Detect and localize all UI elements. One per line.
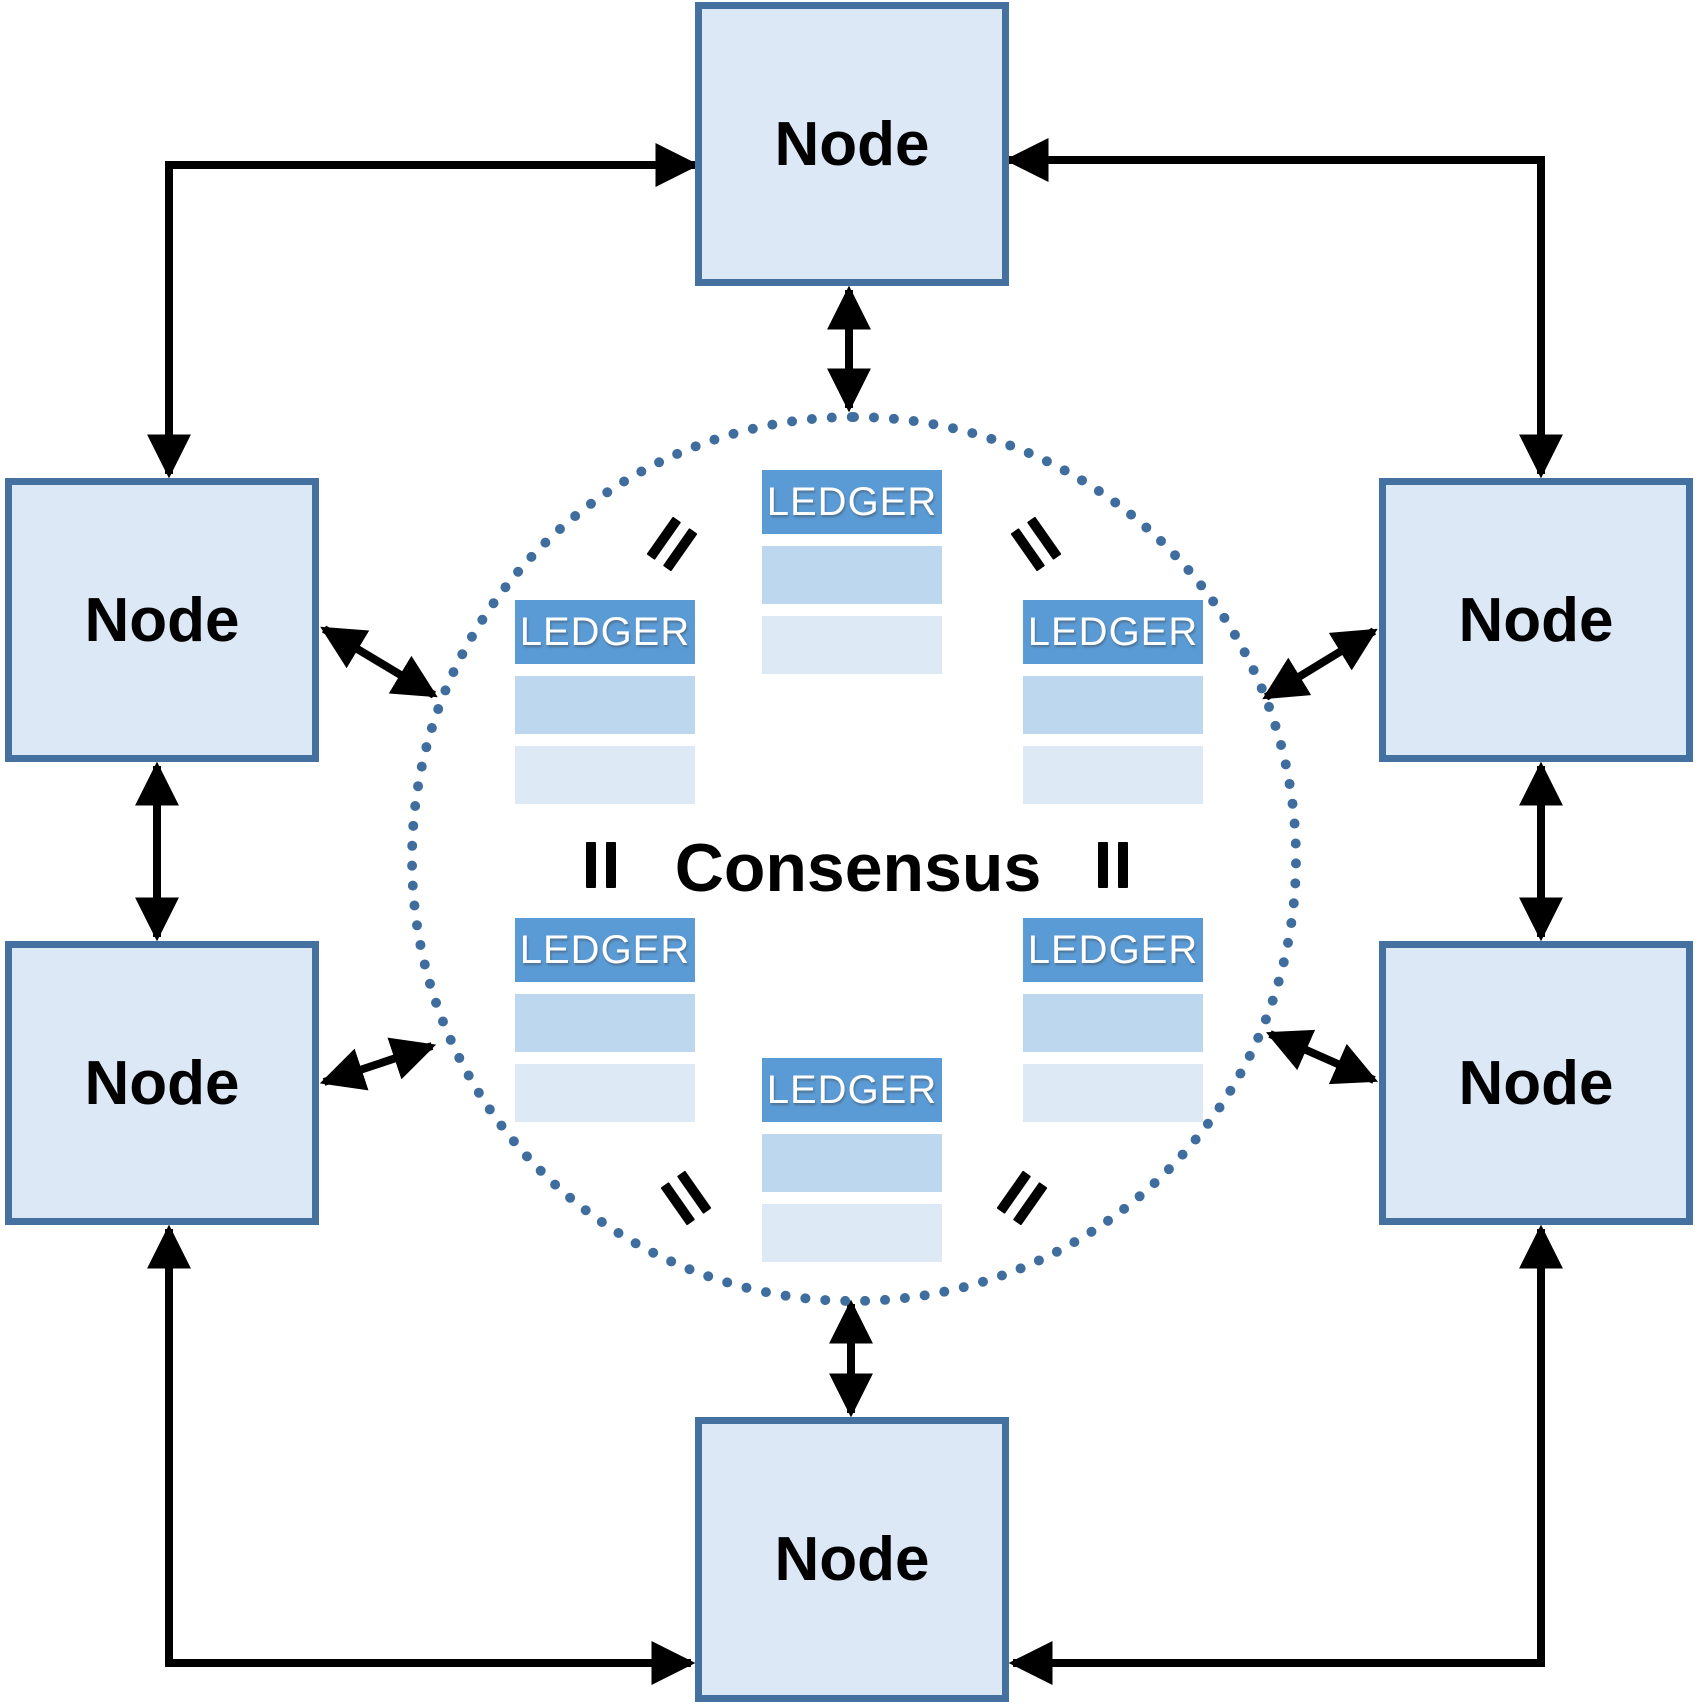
ledger-row xyxy=(762,1134,942,1192)
ledger-row xyxy=(515,746,695,804)
node-top: Node xyxy=(695,2,1009,286)
ledger-row xyxy=(515,676,695,734)
node-label: Node xyxy=(774,109,930,179)
arrow-elbow-bottom-right xyxy=(1008,1224,1563,1685)
node-label: Node xyxy=(774,1525,930,1594)
node-label: Node xyxy=(84,585,240,655)
ledger-header: LEDGER xyxy=(515,600,695,664)
equals-icon xyxy=(1098,842,1128,888)
ledger-table-lower-right: LEDGER xyxy=(1023,918,1203,1122)
node-lower-left: Node xyxy=(5,941,319,1225)
ledger-row xyxy=(515,1064,695,1122)
arrow-elbow-top-left xyxy=(147,143,700,479)
node-label: Node xyxy=(1458,585,1614,655)
arrow-lower-left-diagonal xyxy=(319,1037,437,1091)
ledger-header: LEDGER xyxy=(1023,918,1203,982)
ledger-table-upper-left: LEDGER xyxy=(515,600,695,804)
ledger-header: LEDGER xyxy=(762,470,942,534)
equals-bar xyxy=(1098,842,1108,888)
equals-bar xyxy=(606,842,616,888)
node-upper-right: Node xyxy=(1379,478,1693,762)
ledger-table-lower-left: LEDGER xyxy=(515,918,695,1122)
ledger-row xyxy=(762,546,942,604)
node-bottom: Node xyxy=(695,1417,1009,1702)
ledger-header: LEDGER xyxy=(1023,600,1203,664)
ledger-table-top: LEDGER xyxy=(762,470,942,674)
node-upper-left: Node xyxy=(5,478,319,762)
consensus-title: Consensus xyxy=(674,830,1042,906)
equals-icon xyxy=(586,842,616,888)
arrow-upper-left-diagonal xyxy=(320,625,438,699)
ledger-row xyxy=(1023,994,1203,1052)
arrow-elbow-top-right xyxy=(1004,138,1563,479)
ledger-table-bottom: LEDGER xyxy=(762,1058,942,1262)
node-lower-right: Node xyxy=(1379,941,1693,1225)
ledger-row xyxy=(762,1204,942,1262)
consensus-circle xyxy=(407,412,1301,1306)
arrow-elbow-bottom-left xyxy=(147,1224,696,1685)
equals-bar xyxy=(586,842,596,888)
equals-bar xyxy=(1118,842,1128,888)
ledger-row xyxy=(1023,746,1203,804)
ledger-row xyxy=(1023,1064,1203,1122)
node-label: Node xyxy=(84,1048,240,1118)
ledger-row xyxy=(762,616,942,674)
arrow-upper-right-diagonal xyxy=(1262,627,1378,701)
node-label: Node xyxy=(1458,1048,1614,1118)
ledger-header: LEDGER xyxy=(515,918,695,982)
ledger-header: LEDGER xyxy=(762,1058,942,1122)
ledger-table-upper-right: LEDGER xyxy=(1023,600,1203,804)
ledger-row xyxy=(1023,676,1203,734)
arrow-lower-right-diagonal xyxy=(1265,1029,1379,1085)
ledger-row xyxy=(515,994,695,1052)
